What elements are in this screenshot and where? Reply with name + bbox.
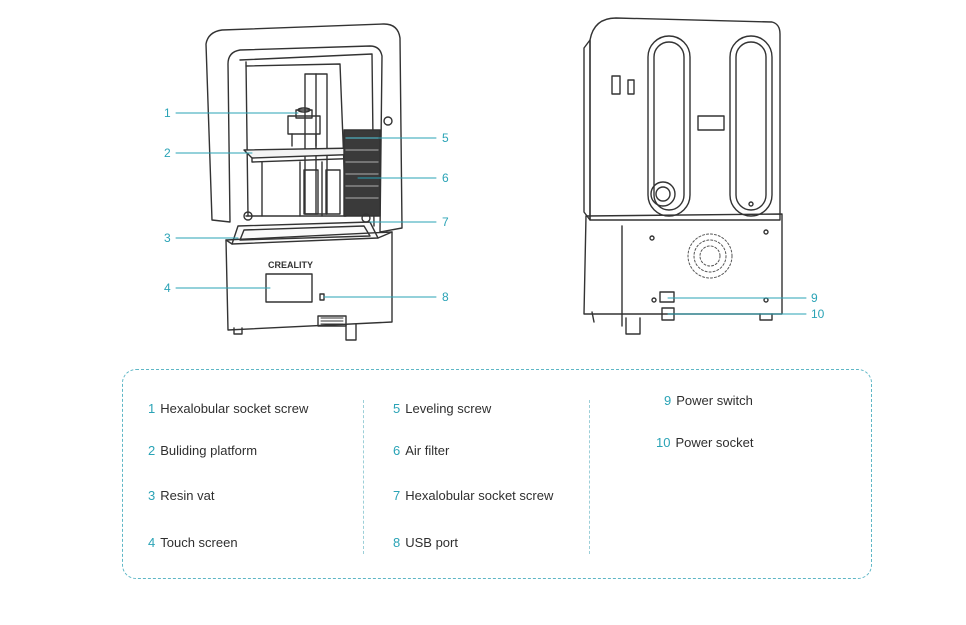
callout-leaders: [175, 112, 807, 315]
callout-9: 9: [811, 291, 818, 305]
callout-3: 3: [164, 231, 171, 245]
callout-7: 7: [442, 215, 449, 229]
callout-4: 4: [164, 281, 171, 295]
callout-1: 1: [164, 106, 171, 120]
front-view-printer: [205, 23, 403, 341]
brand-logo: CREALITY: [268, 260, 313, 270]
legend-box: [122, 369, 872, 579]
callout-5: 5: [442, 131, 449, 145]
callout-2: 2: [164, 146, 171, 160]
legend-divider: [363, 400, 364, 554]
printer-diagram: CREALITY: [175, 17, 807, 341]
legend-divider: [589, 400, 590, 554]
callout-6: 6: [442, 171, 449, 185]
callout-8: 8: [442, 290, 449, 304]
callout-10: 10: [811, 307, 825, 321]
back-view-printer: [583, 17, 783, 335]
